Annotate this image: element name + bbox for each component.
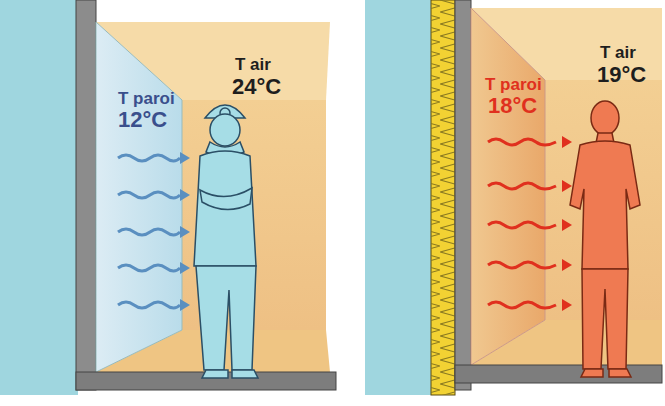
wall-label: T paroi [485, 76, 542, 94]
wall-label: T paroi [118, 90, 175, 108]
warm-wall [471, 8, 545, 365]
insulation [431, 0, 455, 395]
slab [455, 365, 662, 383]
air-temperature: 24°C [232, 75, 281, 98]
arrowheads [562, 136, 572, 311]
wall-temperature: 12°C [118, 108, 167, 131]
outside [0, 0, 78, 395]
cold-person [194, 105, 258, 378]
wall [455, 0, 471, 390]
arrowheads [180, 152, 190, 311]
insulation-hatch [431, 0, 455, 395]
warm-radiation [488, 139, 556, 308]
cold-wall [96, 22, 182, 372]
air-temperature: 19°C [597, 63, 646, 86]
outside [365, 0, 433, 395]
air-label: T air [235, 56, 271, 74]
air-label: T air [600, 44, 636, 62]
wall-temperature: 18°C [488, 94, 537, 117]
warm-person [570, 101, 640, 377]
cold-radiation [118, 155, 180, 308]
wall [76, 0, 96, 390]
